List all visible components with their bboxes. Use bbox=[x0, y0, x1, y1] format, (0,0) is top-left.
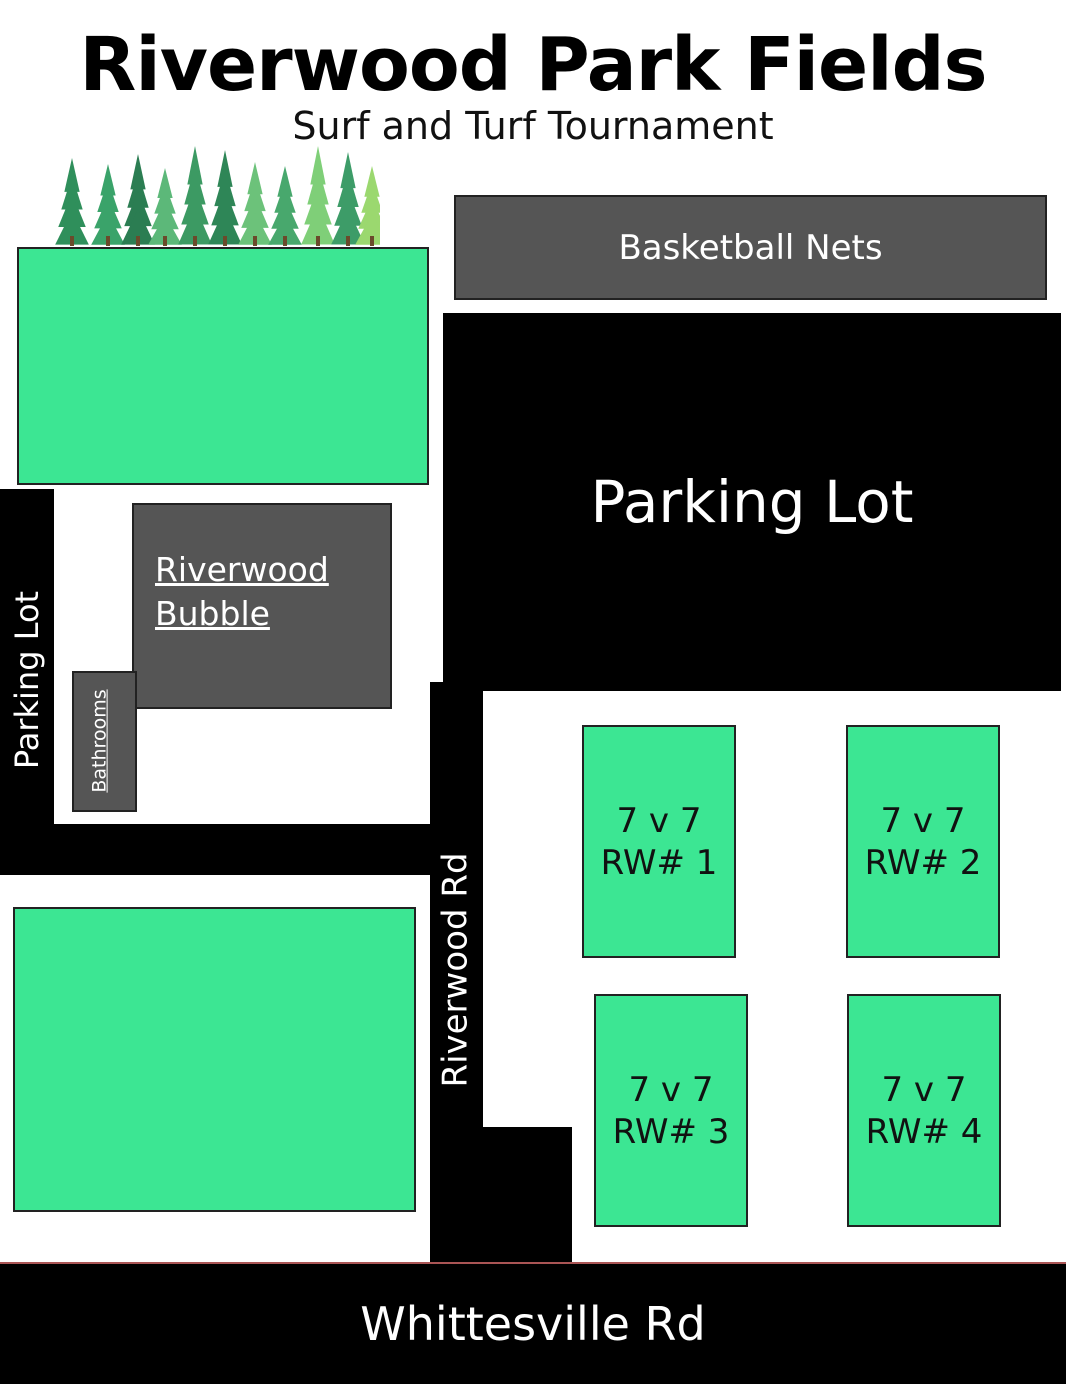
bathrooms[interactable] bbox=[72, 671, 137, 812]
bubble-line2: Bubble bbox=[155, 594, 270, 633]
whittesville-road-label: Whittesville Rd bbox=[360, 1297, 706, 1351]
riverwood-road-extension bbox=[480, 1127, 572, 1282]
pine-tree-icon bbox=[331, 152, 365, 246]
field-rw4-line1: 7 v 7 bbox=[881, 1069, 967, 1110]
bathrooms-label-wrap: Bathrooms bbox=[40, 689, 160, 792]
field-rw4-line2: RW# 4 bbox=[865, 1111, 983, 1152]
pine-tree-icon bbox=[178, 146, 212, 246]
main-parking-label: Parking Lot bbox=[590, 468, 914, 536]
connector-road[interactable] bbox=[0, 824, 440, 875]
riverwood-road[interactable] bbox=[430, 682, 483, 1282]
field-rw3-line1: 7 v 7 bbox=[628, 1069, 714, 1110]
field-rw1[interactable]: 7 v 7 RW# 1 bbox=[582, 725, 736, 958]
pine-tree-icon bbox=[148, 168, 182, 246]
field-rw4[interactable]: 7 v 7 RW# 4 bbox=[847, 994, 1001, 1227]
field-rw3[interactable]: 7 v 7 RW# 3 bbox=[594, 994, 748, 1227]
pine-tree-icon bbox=[238, 162, 272, 246]
basketball-nets[interactable]: Basketball Nets bbox=[454, 195, 1047, 300]
field-rw2-line2: RW# 2 bbox=[864, 842, 982, 883]
pine-tree-icon bbox=[55, 158, 89, 246]
bathrooms-label: Bathrooms bbox=[88, 689, 111, 793]
pine-trees-icon bbox=[55, 146, 380, 246]
pine-tree-icon bbox=[91, 164, 125, 246]
riverwood-bubble[interactable] bbox=[132, 503, 392, 709]
map-subtitle: Surf and Turf Tournament bbox=[292, 104, 774, 148]
field-bottom-left[interactable] bbox=[13, 907, 416, 1212]
field-rw1-line2: RW# 1 bbox=[600, 842, 718, 883]
riverwood-road-label: Riverwood Rd bbox=[435, 852, 476, 1088]
map-title: Riverwood Park Fields bbox=[79, 22, 987, 108]
bubble-line1: Riverwood bbox=[155, 550, 329, 589]
main-parking-lot[interactable]: Parking Lot bbox=[443, 313, 1061, 691]
basketball-nets-label: Basketball Nets bbox=[618, 227, 883, 268]
pine-tree-icon bbox=[208, 150, 242, 246]
field-rw3-line2: RW# 3 bbox=[612, 1111, 730, 1152]
field-rw2-line1: 7 v 7 bbox=[880, 800, 966, 841]
field-rw1-line1: 7 v 7 bbox=[616, 800, 702, 841]
whittesville-road[interactable]: Whittesville Rd bbox=[0, 1262, 1066, 1384]
riverwood-bubble-label: Riverwood Bubble bbox=[155, 548, 329, 636]
pine-tree-icon bbox=[355, 166, 380, 246]
pine-tree-icon bbox=[121, 154, 155, 246]
field-rw2[interactable]: 7 v 7 RW# 2 bbox=[846, 725, 1000, 958]
pine-tree-icon bbox=[301, 146, 335, 246]
pine-tree-icon bbox=[268, 166, 302, 246]
side-parking-lot[interactable] bbox=[0, 489, 54, 875]
field-top-left[interactable] bbox=[17, 247, 429, 485]
